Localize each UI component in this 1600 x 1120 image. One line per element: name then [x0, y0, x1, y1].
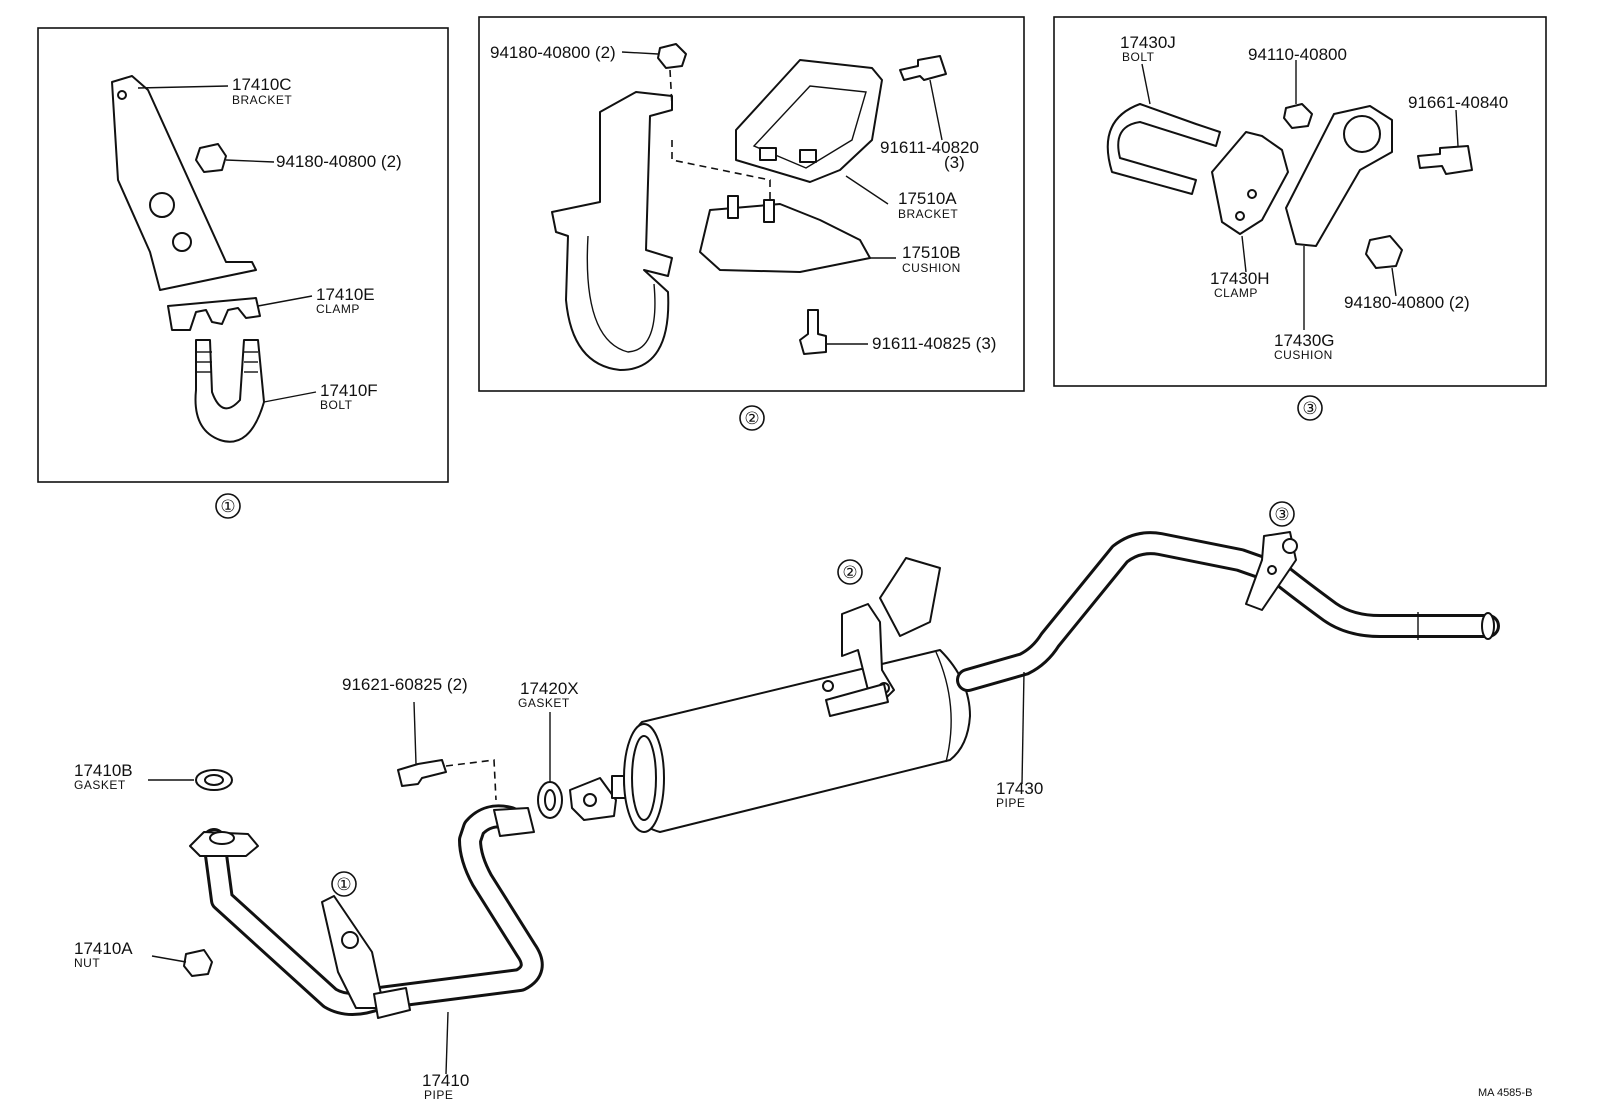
label-17410f: 17410F: [320, 381, 378, 400]
nut-94180-40800-3: [1365, 235, 1403, 269]
label-91661-40840: 91661-40840: [1408, 93, 1508, 112]
muffler-hanger: [841, 603, 895, 701]
caption-pipe: PIPE: [996, 796, 1025, 810]
detail-marker-3: ③: [1302, 399, 1317, 418]
u-bolt-17430j: [1106, 103, 1221, 195]
bolt-91611-40820: [899, 55, 947, 81]
label-94110-40800: 94110-40800: [1248, 45, 1347, 64]
clamp-17430h: [1211, 131, 1289, 235]
label-17510a: 17510A: [898, 189, 957, 208]
label-17510b: 17510B: [902, 243, 961, 262]
label-17430h: 17430H: [1210, 269, 1270, 288]
caption-clamp: CLAMP: [316, 302, 360, 316]
caption-bolt-3: BOLT: [1122, 50, 1155, 64]
drawing-code: MA 4585-B: [1478, 1087, 1532, 1099]
label-94180-40800-b2: 94180-40800 (2): [490, 43, 616, 62]
bolt-91611-40825: [799, 309, 827, 355]
label-17430j: 17430J: [1120, 33, 1176, 52]
bolt-91621-60825: [397, 759, 447, 787]
label-17410a: 17410A: [74, 939, 133, 958]
nut-17410a: [183, 949, 213, 977]
detail-box-1: 17410C BRACKET 94180-40800 (2) 17410E CL…: [37, 27, 449, 483]
caption-clamp-3: CLAMP: [1214, 286, 1258, 300]
nut-94110-40800: [1283, 103, 1313, 129]
exhaust-assembly: [148, 531, 1500, 1075]
bolt-91661-40840: [1417, 145, 1473, 175]
caption-pipe-2: PIPE: [424, 1088, 453, 1102]
nut-94180-40800: [195, 143, 227, 173]
label-17410: 17410: [422, 1071, 469, 1090]
caption-bolt: BOLT: [320, 398, 353, 412]
caption-nut: NUT: [74, 956, 100, 970]
detail-box-2: 94180-40800 (2) 91611-40820 (3) 17510A B…: [478, 16, 1025, 392]
muffler: [623, 649, 971, 833]
label-91611-40825: 91611-40825 (3): [872, 334, 996, 353]
label-17430: 17430: [996, 779, 1043, 798]
label-17410e: 17410E: [316, 285, 375, 304]
label-94180-40800-b3: 94180-40800 (2): [1344, 293, 1470, 312]
nut-94180-40800-2: [657, 43, 687, 69]
clamp-17410e: [167, 297, 261, 331]
label-17410c: 17410C: [232, 75, 292, 94]
bracket-17410c: [111, 75, 257, 291]
bracket-17510a: [735, 59, 883, 183]
detail-marker-2: ②: [744, 409, 759, 428]
caption-cushion: CUSHION: [902, 261, 961, 275]
u-bolt-17410f: [194, 339, 265, 443]
caption-cushion-3: CUSHION: [1274, 348, 1333, 362]
assembly-marker-1: ①: [336, 875, 351, 894]
label-94180-40800: 94180-40800 (2): [276, 152, 402, 171]
cushion-17510b: [699, 203, 871, 273]
label-17410b: 17410B: [74, 761, 133, 780]
caption-gasket: GASKET: [518, 696, 570, 710]
caption-gasket-2: GASKET: [74, 778, 126, 792]
label-91621-60825: 91621-60825 (2): [342, 675, 468, 694]
label-qty-3: (3): [944, 153, 965, 172]
label-17420x: 17420X: [520, 679, 579, 698]
assembly-marker-3: ③: [1274, 505, 1289, 524]
hanger-band: [551, 91, 673, 371]
assembly-marker-2: ②: [842, 563, 857, 582]
label-17430g: 17430G: [1274, 331, 1335, 350]
caption-bracket-2: BRACKET: [898, 207, 958, 221]
detail-box-3: 17430J BOLT 94110-40800 91661-40840 1743…: [1053, 16, 1547, 387]
label-91611-40820: 91611-40820: [880, 138, 979, 157]
detail-marker-1: ①: [220, 497, 235, 516]
caption-bracket: BRACKET: [232, 93, 292, 107]
